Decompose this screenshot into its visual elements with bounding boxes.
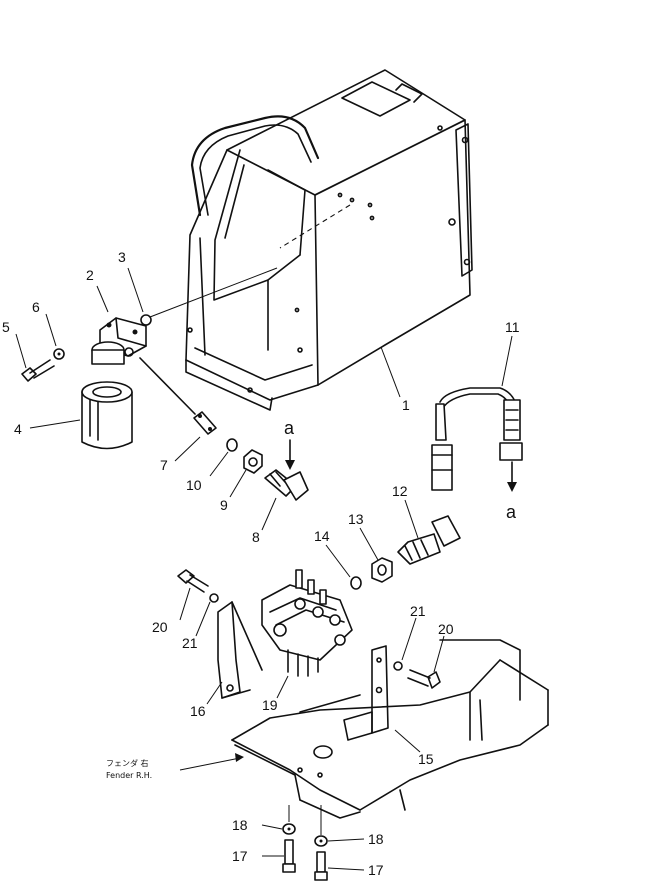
callout-11: 11: [505, 319, 520, 335]
bolt-part-20-left: [177, 569, 209, 593]
bracket-part-15: [343, 645, 389, 741]
callout-6: 6: [32, 299, 40, 315]
o-ring-part-3: [140, 314, 152, 326]
callout-16: 16: [190, 703, 206, 719]
connector-part-7: [139, 357, 217, 435]
callout-3: 3: [118, 249, 126, 265]
callout-12: 12: [392, 483, 408, 499]
elbow-fitting-part-8: [264, 469, 309, 501]
hose-part-11: [431, 387, 523, 492]
fender-frame: [231, 639, 549, 819]
washer-part-21-right: [393, 661, 403, 671]
washer-part-21-left: [209, 593, 219, 603]
o-ring-part-10: [226, 438, 238, 452]
bolt-part-17-right: [314, 851, 328, 881]
callout-14: 14: [314, 528, 330, 544]
callout-18-right: 18: [368, 831, 384, 847]
callout-4: 4: [14, 421, 22, 437]
filter-head-part-2: [91, 317, 147, 365]
callout-19: 19: [262, 697, 278, 713]
bolt-part-17-left: [282, 839, 296, 873]
bracket-part-16: [217, 601, 263, 699]
callout-labels: 1 2 3 4 5 6 7 8 9 10 11 12 13 14 15 16 1…: [2, 249, 520, 878]
nut-part-13: [371, 557, 393, 583]
callout-2: 2: [86, 267, 94, 283]
control-valve-part-19: [261, 569, 353, 677]
callout-8: 8: [252, 529, 260, 545]
connection-arrow-a-top: [285, 439, 295, 470]
callout-17-right: 17: [368, 862, 384, 878]
callout-20-right: 20: [438, 621, 454, 637]
callout-5: 5: [2, 319, 10, 335]
callout-7: 7: [160, 457, 168, 473]
nut-part-9: [243, 449, 263, 474]
connection-mark-a-top: a: [284, 418, 295, 438]
callout-20-left: 20: [152, 619, 168, 635]
elbow-fitting-part-12: [397, 515, 461, 565]
washer-part-18-left: [282, 823, 296, 835]
callout-15: 15: [418, 751, 434, 767]
bolt-part-5: [21, 359, 55, 382]
callout-21-left: 21: [182, 635, 198, 651]
callout-1: 1: [402, 397, 410, 413]
washer-part-6: [53, 348, 65, 360]
callout-21-right: 21: [410, 603, 426, 619]
callout-9: 9: [220, 497, 228, 513]
leader-lines: [15, 267, 513, 871]
fender-note-japanese: フェンダ 右: [106, 758, 149, 768]
cover-box-part-1: [185, 69, 473, 411]
callout-18-left: 18: [232, 817, 248, 833]
callout-10: 10: [186, 477, 202, 493]
o-ring-part-14: [350, 576, 362, 590]
fender-note-english: Fender R.H.: [106, 771, 152, 780]
bolt-part-20-right: [407, 669, 441, 689]
callout-17-left: 17: [232, 848, 248, 864]
connection-mark-a-bottom: a: [506, 502, 517, 522]
callout-13: 13: [348, 511, 364, 527]
filter-cartridge-part-4: [81, 381, 133, 450]
washer-part-18-right: [314, 835, 328, 847]
